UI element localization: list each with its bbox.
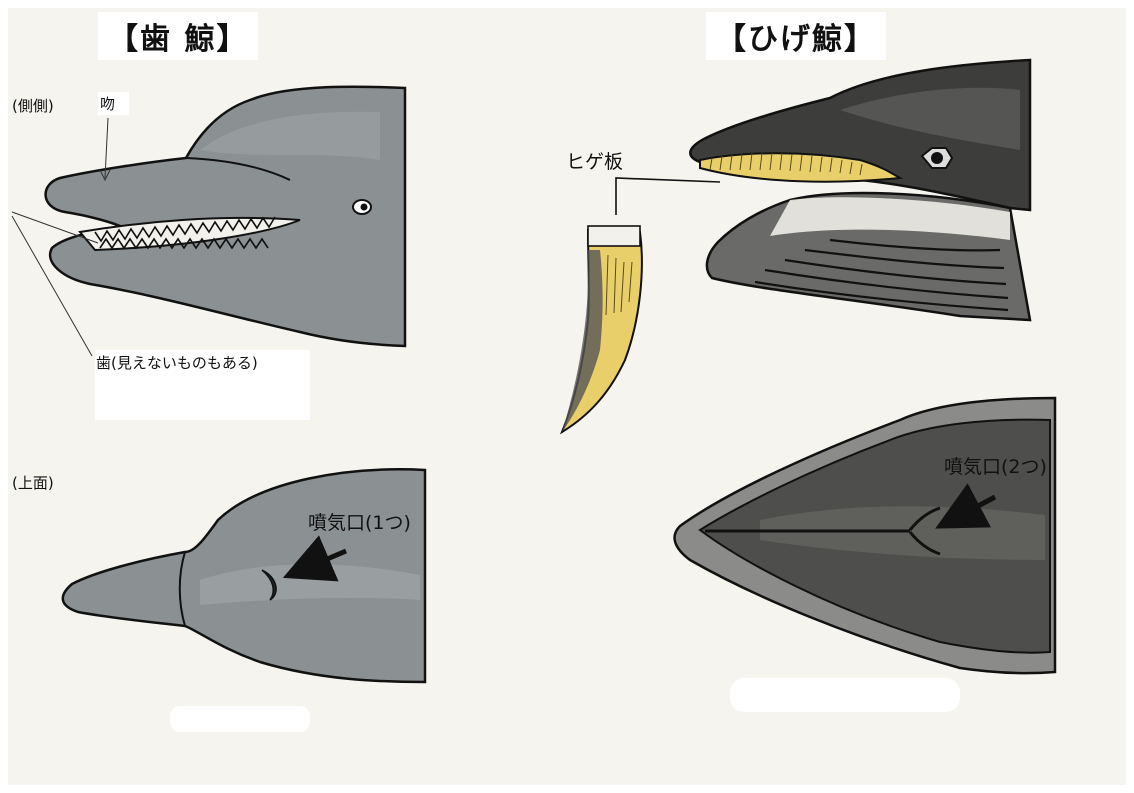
side-view-label: (側側) bbox=[12, 95, 54, 116]
toothed-whale-blowhole-label: 噴気口(1つ) bbox=[308, 508, 411, 535]
teeth-label: 歯(見えないものもある) bbox=[96, 352, 258, 373]
baleen-whale-top-view bbox=[675, 398, 1055, 673]
baleen-pointer-line bbox=[616, 178, 720, 215]
baleen-whale-title: 【ひげ鯨】 bbox=[706, 12, 886, 60]
baleen-plate-top bbox=[588, 226, 640, 246]
baleen-plate-label: ヒゲ板 bbox=[566, 147, 623, 174]
eye-icon bbox=[353, 200, 371, 214]
paper-patch bbox=[730, 678, 960, 712]
baleen-whale-blowhole-label: 噴気口(2つ) bbox=[944, 452, 1047, 479]
baleen-whale-side-view bbox=[562, 60, 1030, 432]
toothed-whale-top-view bbox=[63, 469, 425, 682]
toothed-whale-title: 【歯 鯨】 bbox=[98, 12, 258, 60]
baleen-plate-detail bbox=[562, 226, 642, 432]
top-view-label: (上面) bbox=[12, 472, 54, 493]
toothed-whale-side-view bbox=[12, 87, 405, 356]
snout-label: 吻 bbox=[98, 92, 129, 115]
paper-patch bbox=[170, 706, 310, 732]
